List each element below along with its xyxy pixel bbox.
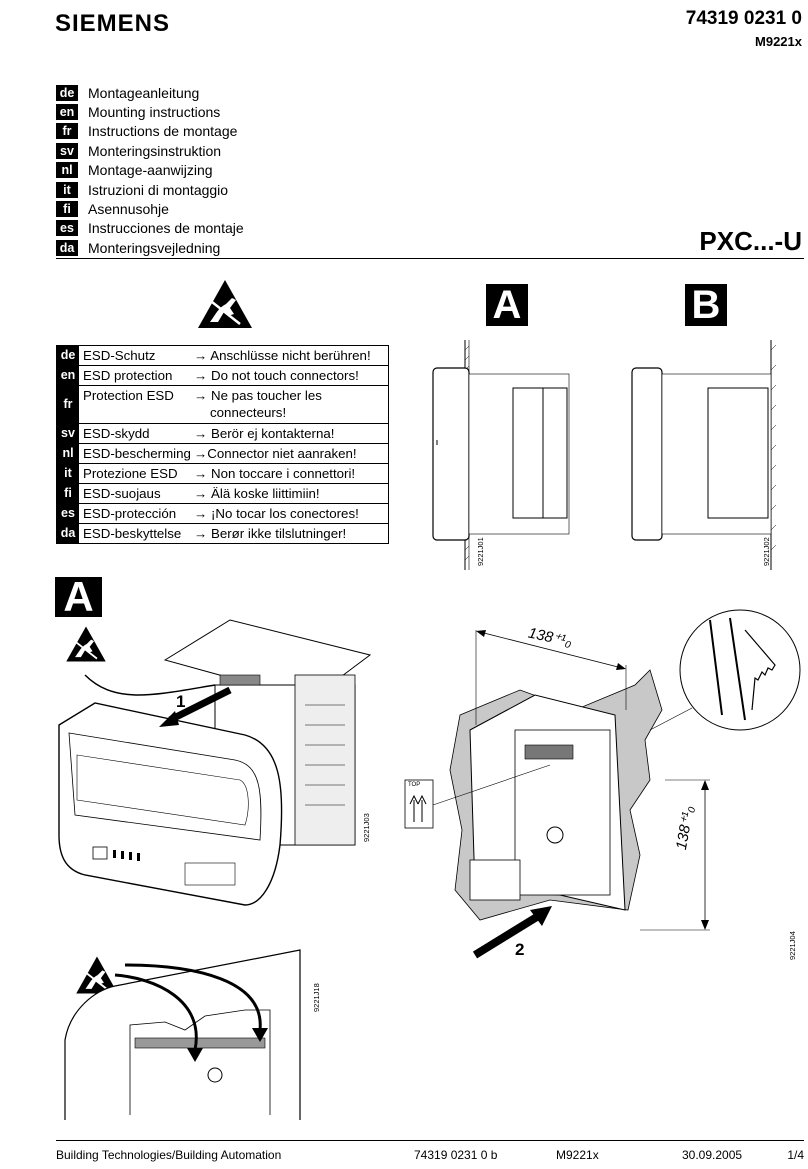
language-code: sv	[56, 142, 78, 159]
esd-message: → Ne pas toucher les connecteurs!	[192, 386, 388, 423]
esd-label: ESD-suojaus	[83, 486, 161, 501]
language-item: de Montageanleitung	[56, 83, 244, 102]
language-item: sv Monteringsinstruktion	[56, 141, 244, 160]
dimension-drawing	[404, 609, 801, 959]
language-title: Monteringsinstruktion	[88, 142, 222, 159]
step-1-label: 1	[176, 692, 186, 711]
language-code: da	[57, 524, 79, 543]
esd-label: ESD-protección	[83, 506, 177, 521]
language-code: en	[56, 104, 78, 121]
language-code: fi	[56, 201, 78, 218]
esd-protection-table: de ESD-Schutz → Anschlüsse nicht berühren!…	[56, 345, 389, 544]
esd-row: da ESD-beskyttelse → Berør ikke tilslutnin…	[57, 524, 388, 544]
language-code: en	[57, 366, 79, 385]
esd-label: ESD-Schutz	[83, 348, 156, 363]
language-title: Asennusohje	[88, 201, 169, 218]
language-code: it	[56, 181, 78, 198]
document-number: 74319 0231 0	[685, 8, 802, 29]
language-code: fi	[57, 484, 79, 503]
language-title: Instructions de montage	[88, 123, 238, 140]
esd-label: ESD protection	[83, 368, 173, 383]
figure-a-drawing	[432, 340, 570, 570]
language-code: de	[57, 346, 79, 365]
language-item: nl Montage-aanwijzing	[56, 161, 244, 180]
esd-warning-icon	[76, 956, 118, 994]
document-code: M9221x	[755, 34, 802, 49]
language-list: de Montageanleitung en Mounting instructio…	[56, 83, 244, 258]
language-title: Instrucciones de montaje	[88, 220, 244, 237]
esd-message-line2: connecteurs!	[210, 405, 287, 420]
language-item: en Mounting instructions	[56, 102, 244, 121]
language-title: Mounting instructions	[88, 104, 221, 121]
figure-a-label: A	[486, 284, 528, 326]
language-title: Istruzioni di montaggio	[88, 181, 229, 198]
language-item: fi Asennusohje	[56, 199, 244, 218]
language-code: nl	[57, 444, 79, 463]
language-item: fr Instructions de montage	[56, 122, 244, 141]
esd-row: nl ESD-bescherming→Connector niet aanrake…	[57, 444, 388, 464]
header-divider	[56, 258, 804, 259]
language-item: da Monteringsvejledning	[56, 238, 244, 257]
esd-message: → Anschlüsse nicht berühren!	[194, 348, 371, 363]
esd-message-line1: → Ne pas toucher les	[194, 388, 322, 403]
language-code: es	[56, 220, 78, 237]
mounting-drawing	[58, 619, 372, 906]
footer-code: M9221x	[556, 1148, 599, 1162]
esd-message: → ¡No tocar los conectores!	[194, 506, 359, 521]
footer-divider	[56, 1140, 804, 1141]
language-code: nl	[56, 162, 78, 179]
figure-a-id: 9221J01	[476, 537, 485, 566]
figure-b-id: 9221J02	[762, 537, 771, 566]
esd-message: →Connector niet aanraken!	[194, 446, 357, 461]
language-code: da	[56, 239, 78, 256]
figure-dim-id: 9221J04	[788, 931, 797, 960]
section-a-label: A	[55, 576, 102, 618]
figure-mount-id: 9221J03	[362, 813, 371, 842]
language-code: de	[56, 84, 78, 101]
esd-label: Protezione ESD	[83, 466, 178, 481]
figure-esd-id: 9221J18	[312, 983, 321, 1012]
footer-division: Building Technologies/Building Automatio…	[56, 1148, 282, 1162]
footer-page: 1/4	[787, 1148, 804, 1162]
product-name: PXC...-U	[699, 226, 802, 256]
language-item: it Istruzioni di montaggio	[56, 180, 244, 199]
esd-row: en ESD protection → Do not touch connector…	[57, 366, 388, 386]
language-code: fr	[57, 386, 79, 423]
footer-doc-rev: 74319 0231 0 b	[414, 1148, 498, 1162]
language-code: sv	[57, 424, 79, 443]
esd-connector-drawing	[64, 949, 301, 1120]
language-code: it	[57, 464, 79, 483]
esd-label: ESD-skydd	[83, 426, 150, 441]
figure-b-drawing	[631, 340, 777, 570]
esd-row: de ESD-Schutz → Anschlüsse nicht berühren!	[57, 346, 388, 366]
esd-message: → Non toccare i connettori!	[194, 466, 356, 481]
esd-message: → Berör ej kontakterna!	[194, 426, 335, 441]
language-title: Monteringsvejledning	[88, 239, 221, 256]
esd-message: → Älä koske liittimiin!	[194, 486, 320, 501]
siemens-logo: SIEMENS	[55, 10, 171, 37]
esd-warning-icon	[198, 280, 252, 328]
top-label: TOP	[408, 782, 421, 788]
esd-label: ESD-beskyttelse	[83, 526, 182, 541]
step-2-label: 2	[515, 940, 525, 959]
esd-row: sv ESD-skydd → Berör ej kontakterna!	[57, 424, 388, 444]
esd-label: Protection ESD	[83, 388, 174, 403]
esd-warning-icon	[66, 626, 106, 662]
footer-date: 30.09.2005	[682, 1148, 743, 1162]
esd-row: fi ESD-suojaus → Älä koske liittimiin!	[57, 484, 388, 504]
esd-message: → Berør ikke tilslutninger!	[194, 526, 347, 541]
language-code: es	[57, 504, 79, 523]
figure-b-label: B	[685, 284, 727, 326]
language-title: Montageanleitung	[88, 84, 200, 101]
esd-row: es ESD-protección → ¡No tocar los conector…	[57, 504, 388, 524]
esd-message: → Do not touch connectors!	[194, 368, 359, 383]
language-item: es Instrucciones de montaje	[56, 219, 244, 238]
esd-row: fr Protection ESD → Ne pas toucher les conn…	[57, 386, 388, 424]
language-title: Montage-aanwijzing	[88, 162, 213, 179]
esd-row: it Protezione ESD → Non toccare i connetto…	[57, 464, 388, 484]
esd-label: ESD-bescherming	[83, 446, 191, 461]
language-code: fr	[56, 123, 78, 140]
